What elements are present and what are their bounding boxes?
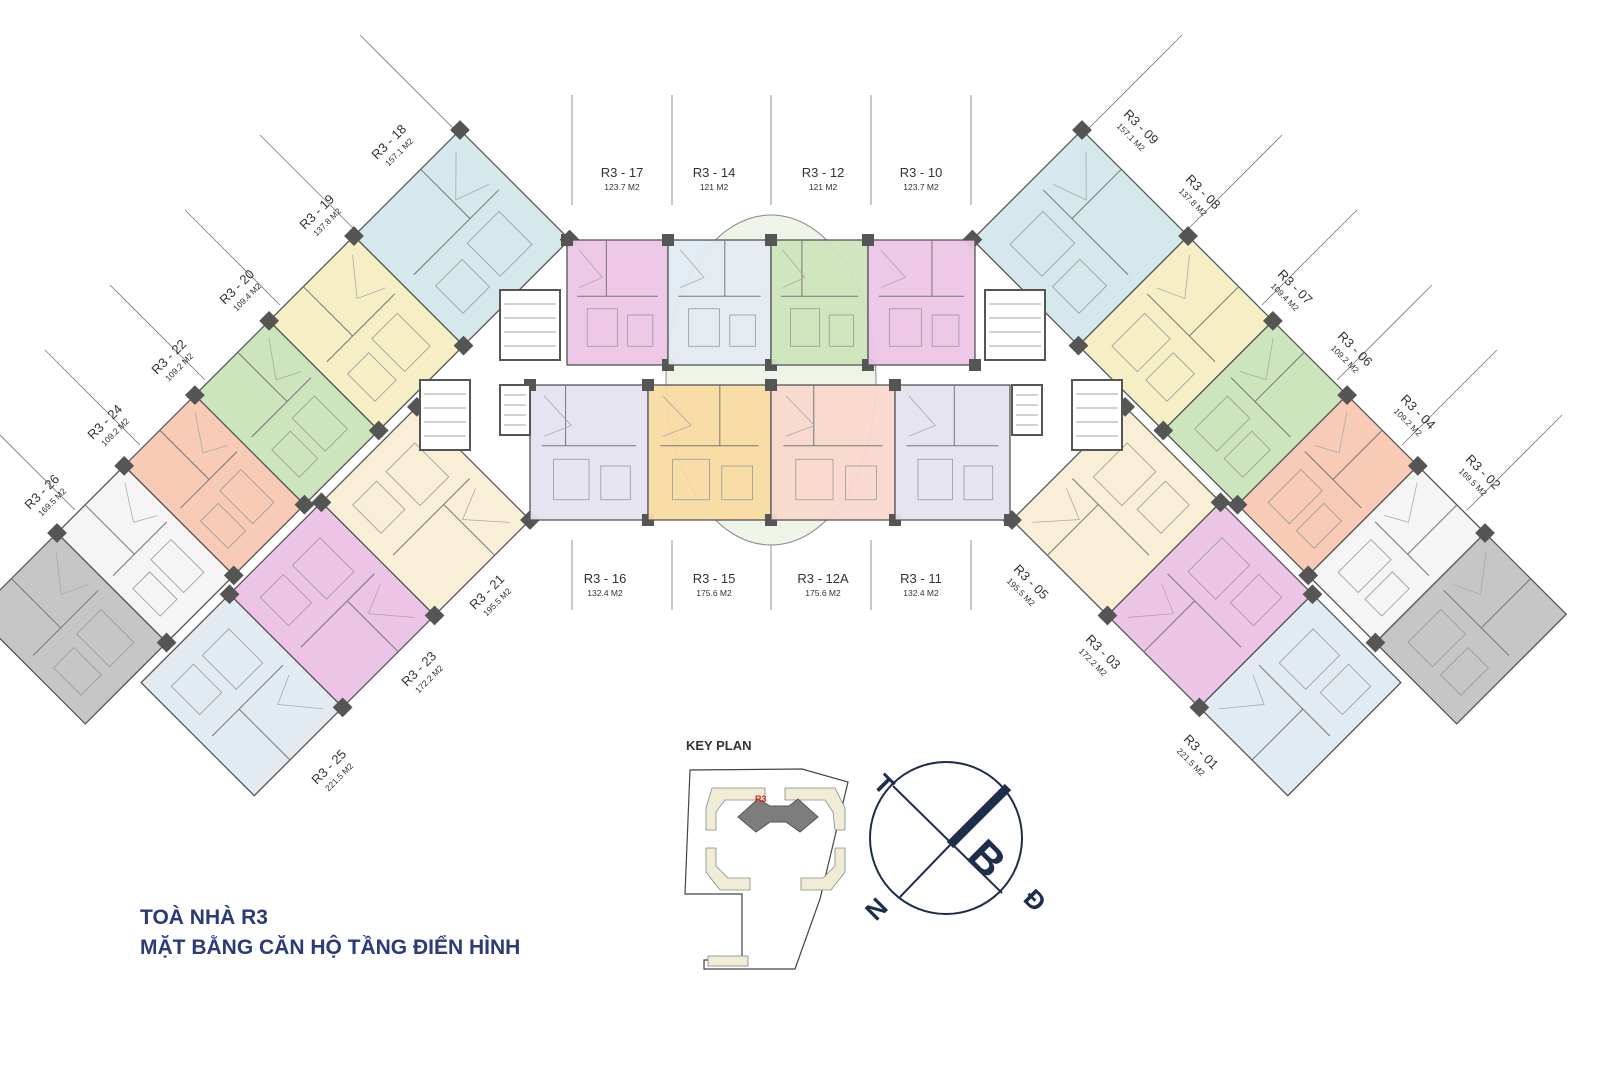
apartment-r312a[interactable] — [765, 379, 901, 526]
wing-row — [136, 396, 540, 800]
apartment-r315[interactable] — [642, 379, 777, 526]
key-plan-r3-label: R3 — [755, 794, 767, 804]
column — [344, 226, 364, 246]
compass: T B Đ N — [859, 761, 1052, 926]
column — [311, 492, 332, 513]
compass-b: B — [958, 830, 1015, 887]
apartment-units — [0, 120, 1572, 800]
unit-area: 175.6 M2 — [805, 588, 841, 598]
stair-elevator-core — [1071, 379, 1123, 451]
unit-id: R3 - 16 — [584, 571, 627, 586]
unit-label: R3 - 10 123.7 M2 — [900, 165, 943, 192]
unit-area: 123.7 M2 — [903, 182, 939, 192]
column — [1365, 632, 1386, 653]
unit-label: R3 - 15 175.6 M2 — [693, 571, 736, 598]
building-title: TOÀ NHÀ R3 — [140, 906, 268, 929]
apartment-r301[interactable] — [1189, 584, 1405, 800]
stair-elevator-core — [1011, 384, 1043, 436]
wing-row — [0, 120, 580, 729]
apartment-r304[interactable] — [1298, 455, 1490, 648]
stair-elevator-core — [499, 289, 561, 361]
apartment-r323[interactable] — [225, 492, 445, 712]
unit-id: R3 - 12 — [802, 165, 845, 180]
floor-plan-subtitle: MẶT BẰNG CĂN HỘ TẦNG ĐIỂN HÌNH — [140, 935, 520, 959]
apartment-r326[interactable] — [0, 523, 177, 729]
column — [294, 494, 315, 515]
wing-row — [962, 120, 1572, 729]
apartment-r307[interactable] — [1153, 310, 1352, 510]
stair-elevator-core — [499, 384, 531, 436]
unit-area: 121 M2 — [809, 182, 838, 192]
key-plan: KEY PLAN R3 — [684, 738, 849, 970]
apartment-r302[interactable] — [1365, 523, 1572, 729]
apartment-r320[interactable] — [190, 310, 389, 510]
apartment-r316[interactable] — [524, 379, 654, 526]
unit-label: R3 - 12 121 M2 — [802, 165, 845, 192]
compass-n: N — [859, 892, 893, 926]
stair-elevator-core — [984, 289, 1046, 361]
unit-id: R3 - 10 — [900, 165, 943, 180]
unit-id: R3 - 15 — [693, 571, 736, 586]
elevator-cores — [419, 289, 1123, 451]
apartment-r319[interactable] — [264, 226, 474, 435]
unit-id: R3 - 11 — [900, 571, 942, 586]
unit-area: 123.7 M2 — [604, 182, 640, 192]
column — [1298, 565, 1319, 586]
column — [1337, 385, 1358, 406]
apartment-r311[interactable] — [889, 379, 1016, 526]
unit-area: 132.4 M2 — [587, 588, 623, 598]
compass-d: Đ — [1018, 883, 1052, 917]
unit-area: 175.6 M2 — [696, 588, 732, 598]
column — [1227, 494, 1248, 515]
apartment-r314[interactable] — [662, 234, 777, 371]
apartment-r312[interactable] — [765, 234, 874, 371]
dimension-lines — [0, 34, 1563, 610]
key-plan-site-outline — [684, 768, 849, 970]
apartment-r310[interactable] — [862, 234, 981, 371]
apartment-r324[interactable] — [52, 455, 244, 648]
apartment-r308[interactable] — [1068, 226, 1278, 435]
key-plan-r3-building — [737, 798, 819, 833]
column — [1072, 120, 1092, 140]
unit-label: R3 - 12A 175.6 M2 — [797, 571, 849, 598]
column — [156, 632, 177, 653]
wing-row — [1002, 396, 1405, 800]
unit-area: 132.4 M2 — [903, 588, 939, 598]
unit-label: R3 - 16 132.4 M2 — [584, 571, 627, 598]
unit-id: R3 - 14 — [693, 165, 736, 180]
unit-label: R3 - 11 132.4 M2 — [900, 571, 942, 598]
column — [1262, 310, 1283, 331]
stair-elevator-core — [419, 379, 471, 451]
unit-id: R3 - 12A — [797, 571, 849, 586]
apartment-r317[interactable] — [561, 234, 674, 371]
unit-label: R3 - 17 123.7 M2 — [601, 165, 644, 192]
unit-label: R3 - 14 121 M2 — [693, 165, 736, 192]
apartment-r325[interactable] — [136, 584, 353, 800]
key-plan-label: KEY PLAN — [686, 738, 752, 753]
apartment-r303[interactable] — [1097, 492, 1318, 712]
key-plan-other-buildings — [705, 787, 846, 967]
unit-area: 121 M2 — [700, 182, 729, 192]
unit-id: R3 - 17 — [601, 165, 644, 180]
